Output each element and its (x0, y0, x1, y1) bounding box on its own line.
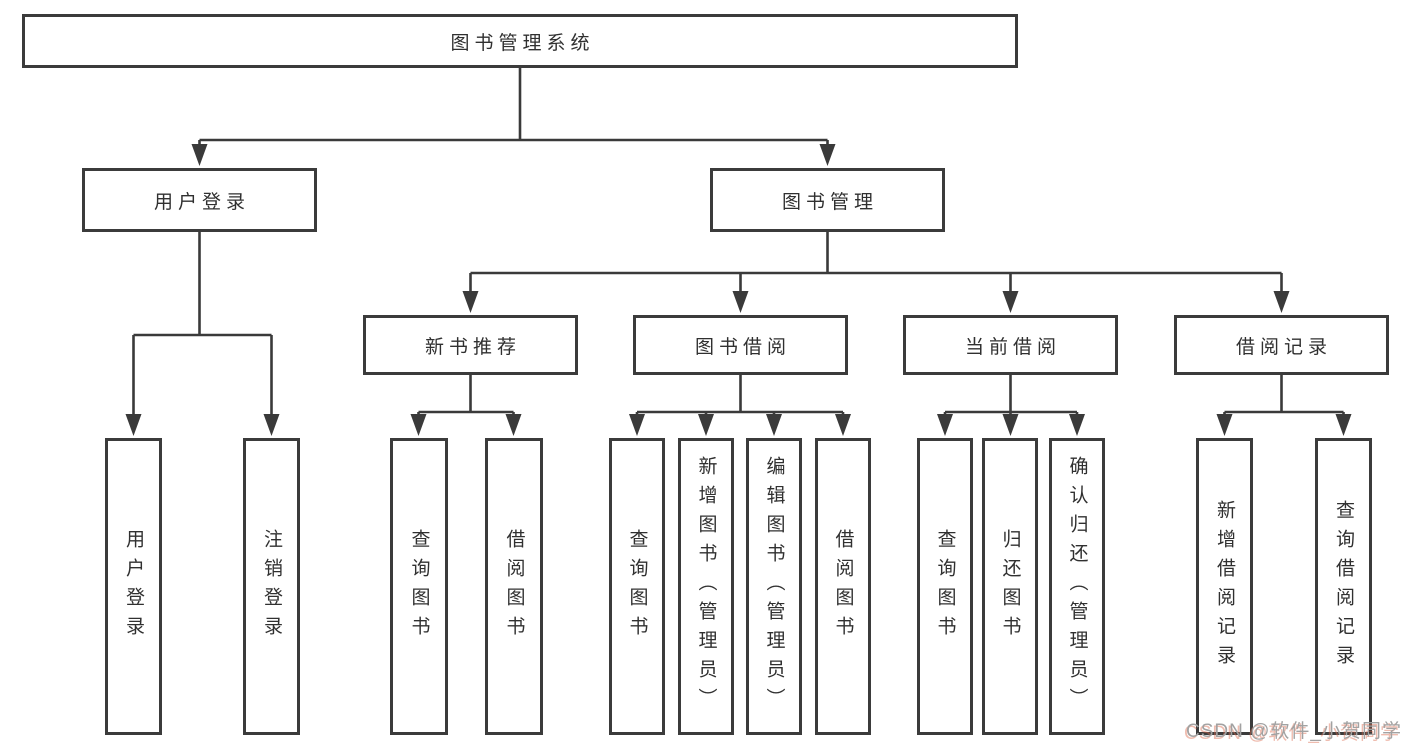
watermark: CSDN @软件_小贺同学 (1186, 721, 1402, 742)
node-book-management: 图书管理 (710, 168, 945, 232)
leaf-query-borrow-record: 查询借阅记录 (1315, 438, 1372, 735)
leaf-add-borrow-record: 新增借阅记录 (1196, 438, 1253, 735)
leaf-borrow-book: 借阅图书 (815, 438, 871, 735)
leaf-query-book-borrow: 查询图书 (609, 438, 665, 735)
leaf-query-book-current: 查询图书 (917, 438, 973, 735)
leaf-query-book-recommend: 查询图书 (390, 438, 448, 735)
leaf-user-login: 用户登录 (105, 438, 162, 735)
leaf-edit-book-admin: 编辑图书（管理员） (746, 438, 802, 735)
leaf-logout-login: 注销登录 (243, 438, 300, 735)
node-borrowing-records: 借阅记录 (1174, 315, 1389, 375)
node-book-borrowing: 图书借阅 (633, 315, 848, 375)
leaf-confirm-return-admin: 确认归还（管理员） (1049, 438, 1105, 735)
leaf-add-book-admin: 新增图书（管理员） (678, 438, 734, 735)
node-new-book-recommend: 新书推荐 (363, 315, 578, 375)
node-current-borrowing: 当前借阅 (903, 315, 1118, 375)
node-user-login: 用户登录 (82, 168, 317, 232)
node-root-system: 图书管理系统 (22, 14, 1018, 68)
leaf-return-book: 归还图书 (982, 438, 1038, 735)
leaf-borrow-book-recommend: 借阅图书 (485, 438, 543, 735)
